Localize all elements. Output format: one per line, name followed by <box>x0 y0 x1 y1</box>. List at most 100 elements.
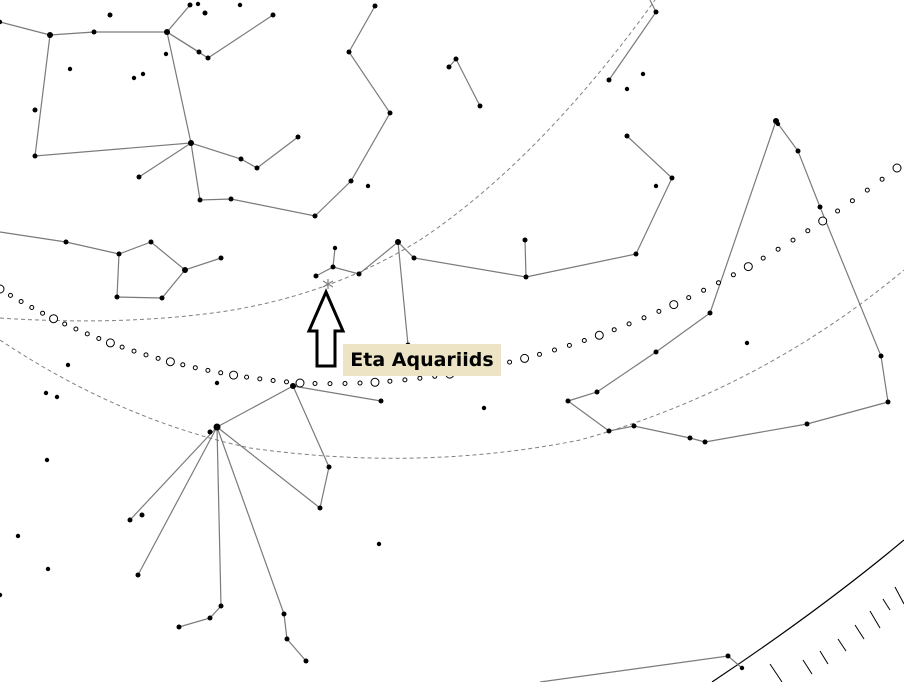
ecliptic-dot <box>192 365 198 371</box>
degree-tick <box>837 638 847 652</box>
ecliptic-dot <box>270 378 276 383</box>
star <box>114 294 120 300</box>
constellation-line <box>332 247 336 268</box>
star <box>795 148 801 154</box>
degree-tick <box>769 663 783 682</box>
star <box>45 566 51 572</box>
star <box>330 264 336 270</box>
ecliptic-dots <box>0 163 902 388</box>
star <box>348 178 354 184</box>
star <box>218 603 224 609</box>
ecliptic-dot <box>743 262 753 272</box>
ecliptic-dot <box>18 299 24 304</box>
constellation-line <box>566 120 889 443</box>
constellation-line <box>166 31 200 53</box>
star <box>477 103 483 109</box>
star <box>196 49 202 55</box>
ecliptic-dot <box>716 280 721 286</box>
constellation-line <box>539 655 743 682</box>
ecliptic-dot <box>105 338 115 348</box>
constellation-line <box>315 135 673 278</box>
ecliptic-dot <box>131 348 137 354</box>
constellation-line <box>34 14 274 157</box>
degree-tick <box>894 586 904 605</box>
star <box>218 255 224 261</box>
constellation-line <box>129 426 218 521</box>
ecliptic-dot <box>537 351 542 357</box>
star <box>446 64 452 70</box>
constellation-line <box>137 426 218 576</box>
star <box>205 55 211 61</box>
star <box>372 3 378 9</box>
ecliptic-dot <box>566 342 572 348</box>
star <box>139 512 145 518</box>
ecliptic-dot <box>507 359 513 365</box>
star <box>653 183 659 189</box>
ecliptic-dot <box>849 198 855 204</box>
star <box>878 353 884 359</box>
ecliptic-dot <box>402 377 408 383</box>
declination-arc-upper <box>0 0 656 322</box>
ecliptic-dot <box>257 376 263 382</box>
star <box>365 183 371 189</box>
star <box>640 71 646 77</box>
ecliptic-dot <box>611 327 617 333</box>
star <box>312 213 318 219</box>
ecliptic-dot <box>594 330 604 340</box>
star <box>281 611 287 617</box>
star <box>481 405 487 411</box>
star <box>565 398 571 404</box>
constellation-line <box>608 0 657 81</box>
star <box>395 239 401 245</box>
ecliptic-dot <box>626 321 632 327</box>
star <box>136 174 142 180</box>
star <box>176 624 182 630</box>
degree-tick <box>802 659 813 675</box>
star <box>182 267 188 273</box>
star <box>163 51 169 57</box>
star <box>65 362 71 368</box>
star <box>32 107 38 113</box>
star <box>653 349 659 355</box>
star <box>284 636 290 642</box>
degree-tick <box>882 598 891 611</box>
ecliptic-dot <box>73 326 79 332</box>
star <box>633 251 639 257</box>
star <box>356 271 362 277</box>
star <box>303 658 309 664</box>
star <box>213 423 221 431</box>
star <box>140 71 146 77</box>
star <box>202 10 208 16</box>
radiant-marker <box>322 279 334 289</box>
ecliptic-dot <box>49 314 59 324</box>
star <box>631 423 637 429</box>
star <box>15 533 21 539</box>
ecliptic-dot <box>284 379 289 385</box>
up-arrow-icon <box>306 288 346 368</box>
star <box>817 204 823 210</box>
star <box>159 295 165 301</box>
star <box>228 196 234 202</box>
ecliptic-dot <box>29 305 35 310</box>
star <box>606 428 612 434</box>
star <box>411 255 417 261</box>
ecliptic-dot <box>165 357 175 367</box>
ecliptic-dot <box>730 272 736 278</box>
chart-boundary <box>711 539 904 682</box>
constellation-line <box>397 241 409 346</box>
star <box>687 435 693 441</box>
star <box>624 86 630 92</box>
star <box>197 197 203 203</box>
ecliptic-dot <box>892 163 902 173</box>
ecliptic-dot <box>143 352 149 358</box>
ecliptic-dot <box>84 331 90 337</box>
ecliptic-dot <box>96 336 102 341</box>
constellation-line <box>216 385 382 428</box>
constellation-line <box>524 239 527 278</box>
ecliptic-dot <box>656 308 662 314</box>
star <box>378 398 384 404</box>
ecliptic-dot <box>229 370 239 380</box>
ecliptic-dot <box>520 353 530 363</box>
